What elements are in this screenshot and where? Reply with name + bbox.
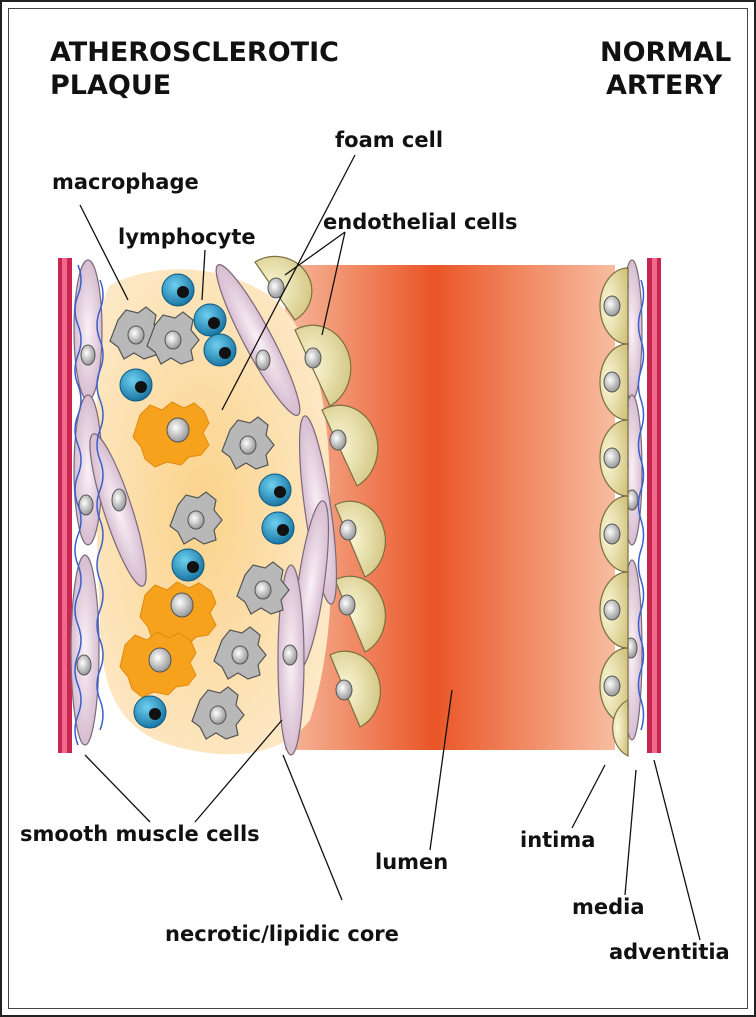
label-necrotic-core: necrotic/lipidic core: [165, 922, 399, 946]
title-plaque: PLAQUE: [50, 70, 171, 101]
label-smooth-muscle-cells: smooth muscle cells: [20, 822, 260, 846]
label-lumen: lumen: [375, 850, 448, 874]
label-macrophage: macrophage: [52, 170, 199, 194]
title-normal: NORMAL: [600, 37, 731, 68]
label-media: media: [572, 895, 645, 919]
title-artery: ARTERY: [606, 70, 722, 101]
label-intima: intima: [520, 828, 595, 852]
label-foam-cell: foam cell: [335, 128, 443, 152]
label-lymphocyte: lymphocyte: [118, 225, 256, 249]
title-atherosclerotic: ATHEROSCLEROTIC: [50, 37, 339, 68]
label-endothelial-cells: endothelial cells: [323, 210, 518, 234]
label-adventitia: adventitia: [609, 940, 730, 964]
